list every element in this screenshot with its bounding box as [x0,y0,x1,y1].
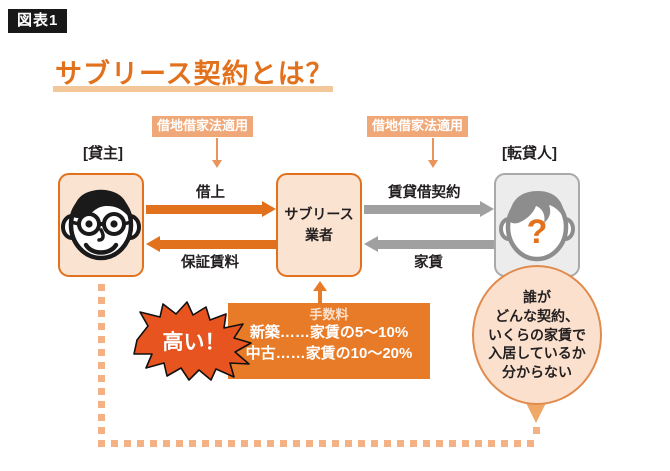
flow-label-yachin: 家賃 [414,255,443,271]
note-text: 誰が どんな契約、 いくらの家賃で 入居しているか 分からない [488,288,586,382]
dotted-path-segment [163,440,170,447]
dotted-path-segment [332,440,339,447]
dotted-path-segment [254,440,261,447]
sublease-company-label-line2: 業者 [305,227,333,243]
dotted-path-segment [215,440,222,447]
question-mark-glyph: ? [527,213,548,251]
lessor-caption: [貸主] [83,145,123,162]
sublessee-box: ? [494,173,580,277]
flow-arrow-yachin [364,236,494,252]
dotted-path-segment [449,440,456,447]
dotted-path-segment [98,414,105,421]
note-line-2: どんな契約、 [495,307,579,324]
dotted-path-segment [98,440,105,447]
note-line-5: 分からない [502,364,572,381]
dotted-path-segment [98,427,105,434]
flow-arrow-chintaishaku [364,201,494,217]
dotted-path-segment [98,297,105,304]
dotted-path-segment [98,349,105,356]
lessor-box [58,173,144,277]
dotted-path-segment [98,284,105,291]
dotted-path-segment [189,440,196,447]
dotted-path-segment [137,440,144,447]
fee-arrow-icon [313,281,327,307]
dotted-path-segment [306,440,313,447]
dotted-path-segment [202,440,209,447]
dotted-path-segment [533,427,540,434]
dotted-path-segment [111,440,118,447]
dotted-path-segment [98,336,105,343]
note-line-3: いくらの家賃で [488,326,586,343]
dotted-path-segment [527,440,534,447]
dotted-path-segment [397,440,404,447]
fee-box-title: 手数料 [309,307,349,322]
sublease-company-box: サブリース 業者 [276,173,362,277]
flow-label-hoshochinryo: 保証賃料 [181,255,239,271]
starburst-label: 高い！ [162,331,226,354]
dotted-path-segment [462,440,469,447]
figure-number-badge: 図表1 [8,9,68,34]
dotted-path-segment [98,362,105,369]
fee-box: 手数料 新築……家賃の5〜10% 中古……家賃の10〜20% [228,303,430,379]
fee-box-line-used: 中古……家賃の10〜20% [245,344,413,362]
flow-arrow-karikami [146,201,276,217]
unknown-occupant-note: 誰が どんな契約、 いくらの家賃で 入居しているか 分からない [472,265,602,405]
dotted-path-segment [358,440,365,447]
dotted-path-segment [384,440,391,447]
dotted-path-segment [514,440,521,447]
fee-box-line-new: 新築……家賃の5〜10% [249,324,409,342]
dotted-path-segment [124,440,131,447]
law-label-left: 借地借家法適用 [152,116,254,137]
lessor-face-icon [61,189,141,261]
dotted-path-segment [228,440,235,447]
title-underline [53,86,333,92]
note-line-4: 入居しているか [488,345,586,362]
sublease-company-label: サブリース 業者 [284,204,353,246]
note-line-1: 誰が [523,288,551,305]
dotted-path-segment [98,388,105,395]
flow-label-karikami: 借上 [196,185,225,201]
unknown-tenant-face-icon: ? [499,191,575,262]
dotted-path-segment [150,440,157,447]
dotted-path-segment [176,440,183,447]
dotted-path-segment [436,440,443,447]
dotted-path-segment [98,310,105,317]
sublessee-caption: [転貸人] [502,145,557,162]
dotted-path-segment [488,440,495,447]
dotted-path-segment [267,440,274,447]
dotted-path-segment [98,375,105,382]
dotted-path-segment [280,440,287,447]
expensive-starburst: 高い！ [131,300,255,382]
dotted-path-segment [423,440,430,447]
dotted-path-segment [410,440,417,447]
dotted-path-segment [345,440,352,447]
dotted-path-segment [319,440,326,447]
flow-label-chintaishaku: 賃貸借契約 [388,185,461,201]
law-label-right: 借地借家法適用 [367,116,469,137]
dotted-path-segment [98,401,105,408]
dotted-path-segment [98,323,105,330]
dotted-path-segment [475,440,482,447]
dotted-path-segment [241,440,248,447]
dotted-path-segment [501,440,508,447]
dotted-path-segment [371,440,378,447]
sublease-company-label-line1: サブリース [284,206,354,222]
starburst-shape-icon [133,301,252,381]
dotted-path-segment [293,440,300,447]
flow-arrow-hoshochinryo [146,236,276,252]
page-title: サブリース契約とは？ [55,59,334,89]
